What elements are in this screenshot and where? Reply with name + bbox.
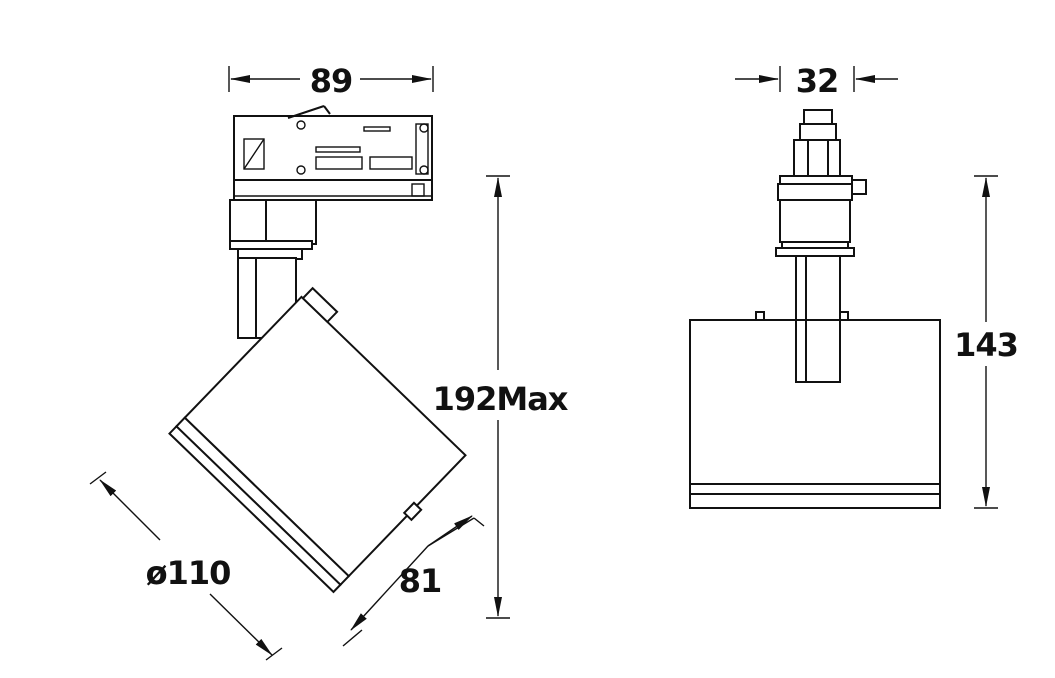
head-side <box>689 311 941 509</box>
dimension-label-110: ø110 <box>146 554 231 592</box>
dimension-width-front: 89 <box>228 62 434 100</box>
dimension-diameter: ø110 <box>89 471 283 661</box>
dimension-width-side: 32 <box>735 62 898 100</box>
spotlight-head <box>168 286 467 594</box>
dimension-head-length: 81 <box>342 515 485 647</box>
track-adapter <box>233 105 433 201</box>
dimension-label-32: 32 <box>796 62 839 100</box>
front-view: 89 <box>89 62 570 661</box>
side-view: 32 <box>689 62 1019 509</box>
dimension-label-81: 81 <box>399 562 442 600</box>
dimension-height-max: 192Max <box>433 175 570 619</box>
dimension-height-side: 143 <box>954 175 1019 509</box>
dimension-label-192max: 192Max <box>433 380 569 418</box>
adapter-side <box>775 109 867 257</box>
adapter-body <box>229 199 317 260</box>
dimension-label-143: 143 <box>954 326 1018 364</box>
dimension-label-89: 89 <box>310 62 353 100</box>
